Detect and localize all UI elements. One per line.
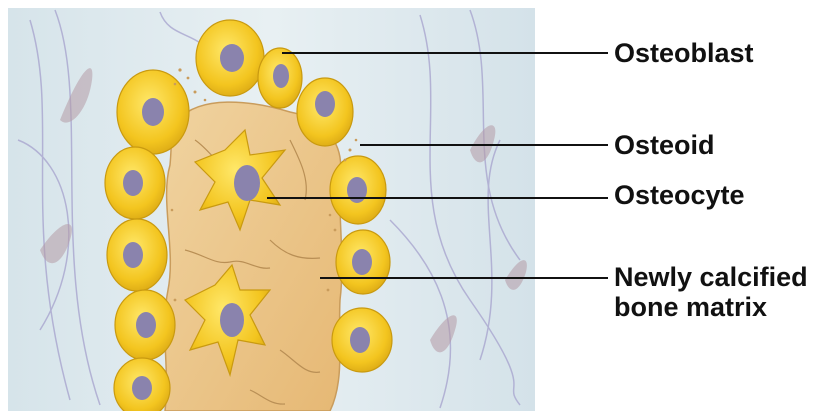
- osteoid-label: Osteoid: [614, 130, 715, 160]
- nucleus: [142, 98, 164, 126]
- nucleus: [315, 91, 335, 117]
- nucleus: [123, 170, 143, 196]
- nucleus: [352, 249, 372, 275]
- nucleus: [132, 376, 152, 400]
- bone-matrix-label-line1: Newly calcified: [614, 262, 808, 292]
- bone-matrix: [165, 102, 342, 411]
- bone-matrix-label: Newly calcified bone matrix: [614, 262, 808, 322]
- nucleus: [220, 44, 244, 72]
- nucleus: [220, 303, 244, 337]
- osteocyte-label: Osteocyte: [614, 180, 745, 210]
- nucleus: [136, 312, 156, 338]
- nucleus: [350, 327, 370, 353]
- bone-matrix-label-line2: bone matrix: [614, 292, 808, 322]
- nucleus: [234, 165, 260, 201]
- nucleus: [347, 177, 367, 203]
- nucleus: [273, 64, 289, 88]
- osteoblast-label: Osteoblast: [614, 38, 754, 68]
- nucleus: [123, 242, 143, 268]
